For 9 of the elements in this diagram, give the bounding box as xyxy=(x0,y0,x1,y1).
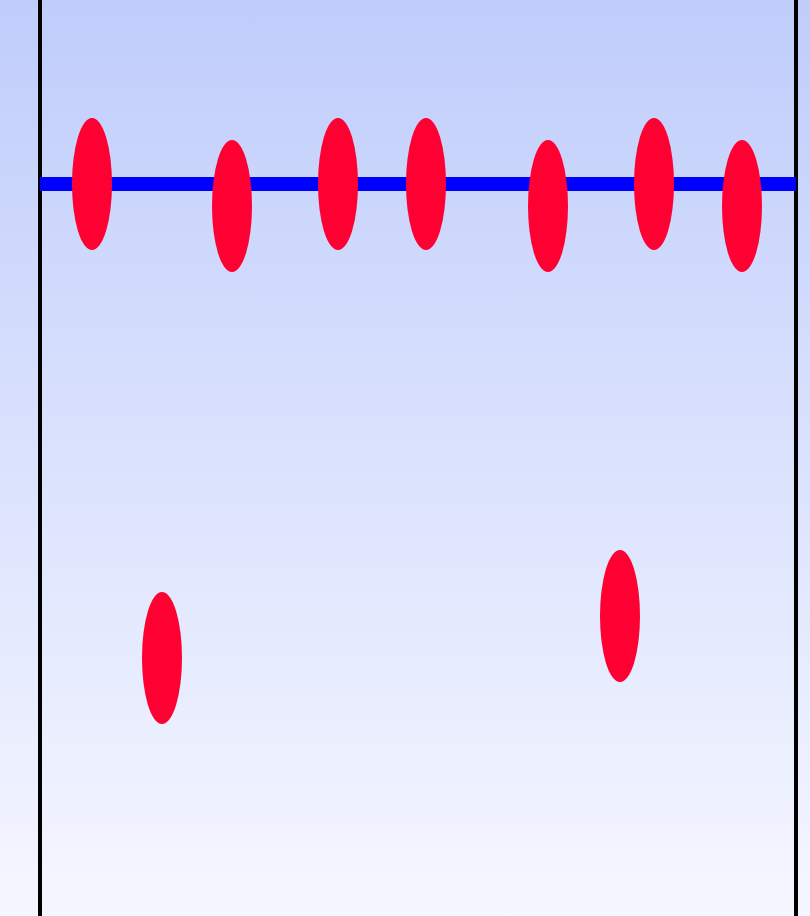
oval-particle xyxy=(72,118,112,250)
oval-particle xyxy=(142,592,182,724)
oval-particle xyxy=(406,118,446,250)
oval-particle xyxy=(722,140,762,272)
oval-particle xyxy=(634,118,674,250)
oval-particle xyxy=(212,140,252,272)
oval-particle xyxy=(600,550,640,682)
oval-particle xyxy=(318,118,358,250)
oval-particle xyxy=(528,140,568,272)
